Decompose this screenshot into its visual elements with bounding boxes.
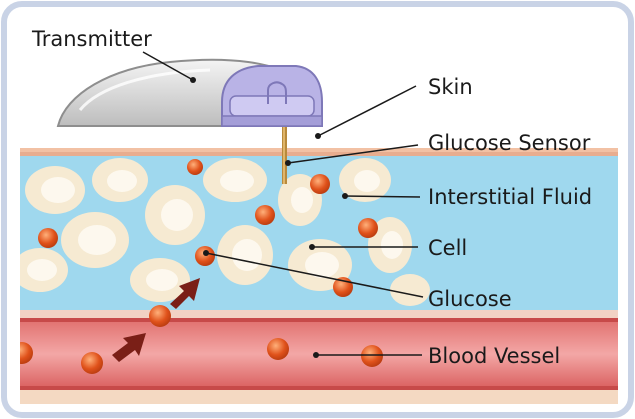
label-cell: Cell <box>428 236 467 260</box>
label-transmitter: Transmitter <box>31 27 152 51</box>
label-interstitial-fluid: Interstitial Fluid <box>428 185 592 209</box>
label-skin: Skin <box>428 75 473 99</box>
label-glucose: Glucose <box>428 287 512 311</box>
label-blood-vessel: Blood Vessel <box>428 344 560 368</box>
label-glucose-sensor: Glucose Sensor <box>428 131 591 155</box>
